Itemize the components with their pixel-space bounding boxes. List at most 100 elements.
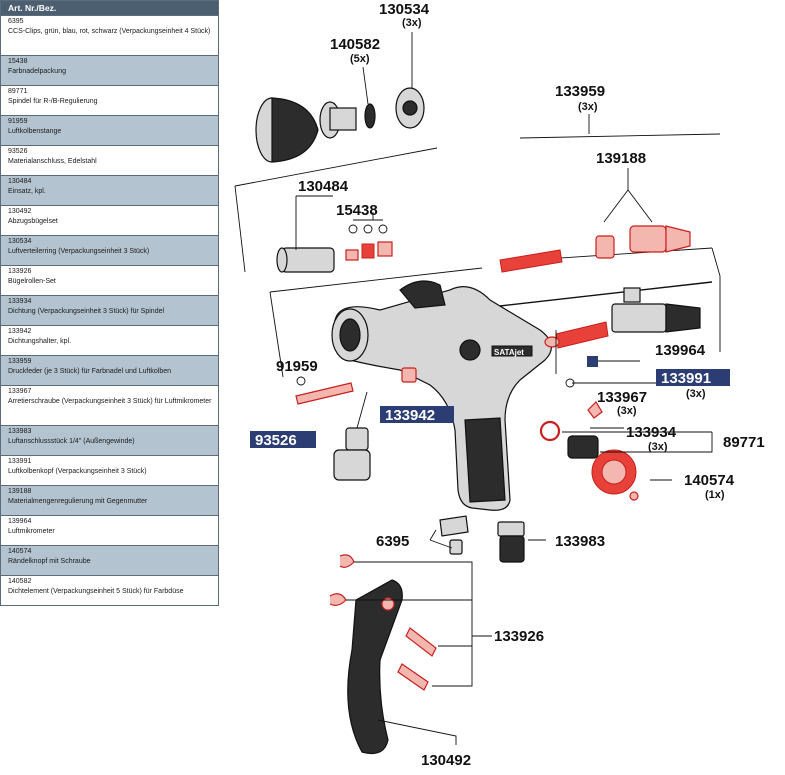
needle-packing-b xyxy=(361,243,375,259)
part-desc: Abzugsbügelset xyxy=(8,217,58,225)
part-desc: Luftkolbenkopf (Verpackungseinheit 3 Stü… xyxy=(8,467,147,475)
air-cap-body xyxy=(271,97,319,163)
part-number: 133983 xyxy=(8,428,32,435)
part-desc: Dichtung (Verpackungseinheit 3 Stück) fü… xyxy=(8,307,165,315)
part-desc: Materialmengenregulierung mit Gegenmutte… xyxy=(8,497,148,505)
callout-133991: 133991 xyxy=(661,370,711,387)
part-desc: Arretierschraube (Verpackungseinheit 3 S… xyxy=(8,397,212,405)
callout-15438: 15438 xyxy=(336,202,378,219)
callout-130484: 130484 xyxy=(298,178,349,195)
callout-130492: 130492 xyxy=(421,752,471,769)
air-connection-133983 xyxy=(499,535,525,563)
roller-pin-a xyxy=(405,627,437,657)
ring-hole xyxy=(402,100,418,116)
insert-130484 xyxy=(281,247,335,273)
part-desc: Farbnadelpackung xyxy=(8,67,66,75)
callout-dot xyxy=(348,224,358,234)
callout-labels: 130534 (3x) 140582 (5x) 133959 (3x) 1391… xyxy=(250,1,765,769)
callout-140582: 140582 xyxy=(330,36,380,53)
part-number: 93526 xyxy=(8,148,28,155)
part-number: 15438 xyxy=(8,58,28,65)
regulation-tip xyxy=(665,225,691,253)
trigger-clip-a xyxy=(339,554,355,568)
part-number: 140582 xyxy=(8,578,32,585)
qty-140574: (1x) xyxy=(705,489,725,501)
compression-spring xyxy=(499,249,563,273)
needle-packing-c xyxy=(377,241,393,257)
air-connection-top xyxy=(497,521,525,537)
callout-133983: 133983 xyxy=(555,533,605,550)
callout-89771: 89771 xyxy=(723,434,765,451)
part-desc: Rändelknopf mit Schraube xyxy=(8,557,91,565)
air-cap-assembly xyxy=(255,87,425,163)
table-header-row: Art. Nr./Bez. xyxy=(0,0,219,16)
material-connection-top xyxy=(345,427,369,451)
spring-group xyxy=(499,225,691,273)
needle-micrometer xyxy=(499,281,713,367)
callout-133934: 133934 xyxy=(626,424,677,441)
insert-assembly xyxy=(276,224,393,273)
spindle-seal-133934 xyxy=(539,420,561,442)
knob-screw xyxy=(629,491,639,501)
qty-133967: (3x) xyxy=(617,405,637,417)
part-number: 130534 xyxy=(8,238,32,245)
part-desc: Luftkolbenstange xyxy=(8,127,62,135)
leader-line xyxy=(603,189,653,223)
part-number: 133967 xyxy=(8,388,32,395)
paint-needle xyxy=(499,281,713,307)
part-number: 133926 xyxy=(8,268,32,275)
part-number: 133934 xyxy=(8,298,32,305)
leader-line xyxy=(429,539,453,549)
clip-pin xyxy=(449,539,463,555)
part-desc: Bügelrollen-Set xyxy=(8,277,56,285)
callout-133967: 133967 xyxy=(597,389,647,406)
seal-holder-133942 xyxy=(401,367,417,383)
trigger-roller xyxy=(381,597,395,611)
part-number: 140574 xyxy=(8,548,32,555)
qty-133934: (3x) xyxy=(648,441,668,453)
air-piston-rod-91959 xyxy=(295,382,354,405)
seal-element-140582 xyxy=(364,103,376,129)
callout-139964: 139964 xyxy=(655,342,706,359)
callout-dot xyxy=(363,224,373,234)
guide-line xyxy=(519,133,721,139)
callout-box-133942 xyxy=(380,406,454,423)
callout-133959: 133959 xyxy=(555,83,605,100)
needle-packing-a xyxy=(345,249,359,261)
exploded-view-diagram: SATAjet xyxy=(234,1,765,769)
right-parts xyxy=(539,378,639,501)
leader-line xyxy=(600,432,713,453)
part-desc: Spindel für R-/B-Regulierung xyxy=(8,97,98,105)
part-number: 91959 xyxy=(8,118,28,125)
callout-91959: 91959 xyxy=(276,358,318,375)
gun-hook xyxy=(399,280,446,309)
leader-line xyxy=(429,529,437,541)
callout-130534: 130534 xyxy=(379,1,430,18)
part-number: 133991 xyxy=(8,458,32,465)
part-desc: Materialanschluss, Edelstahl xyxy=(8,157,97,165)
guide-line xyxy=(269,291,284,378)
nozzle-body xyxy=(329,107,357,131)
gun-head-inner xyxy=(339,318,361,352)
part-number: 139188 xyxy=(8,488,32,495)
part-number: 130492 xyxy=(8,208,32,215)
part-desc: Luftverteilerring (Verpackungseinheit 3 … xyxy=(8,247,150,255)
insert-end xyxy=(276,247,288,273)
table-header: Art. Nr./Bez. xyxy=(0,0,219,16)
